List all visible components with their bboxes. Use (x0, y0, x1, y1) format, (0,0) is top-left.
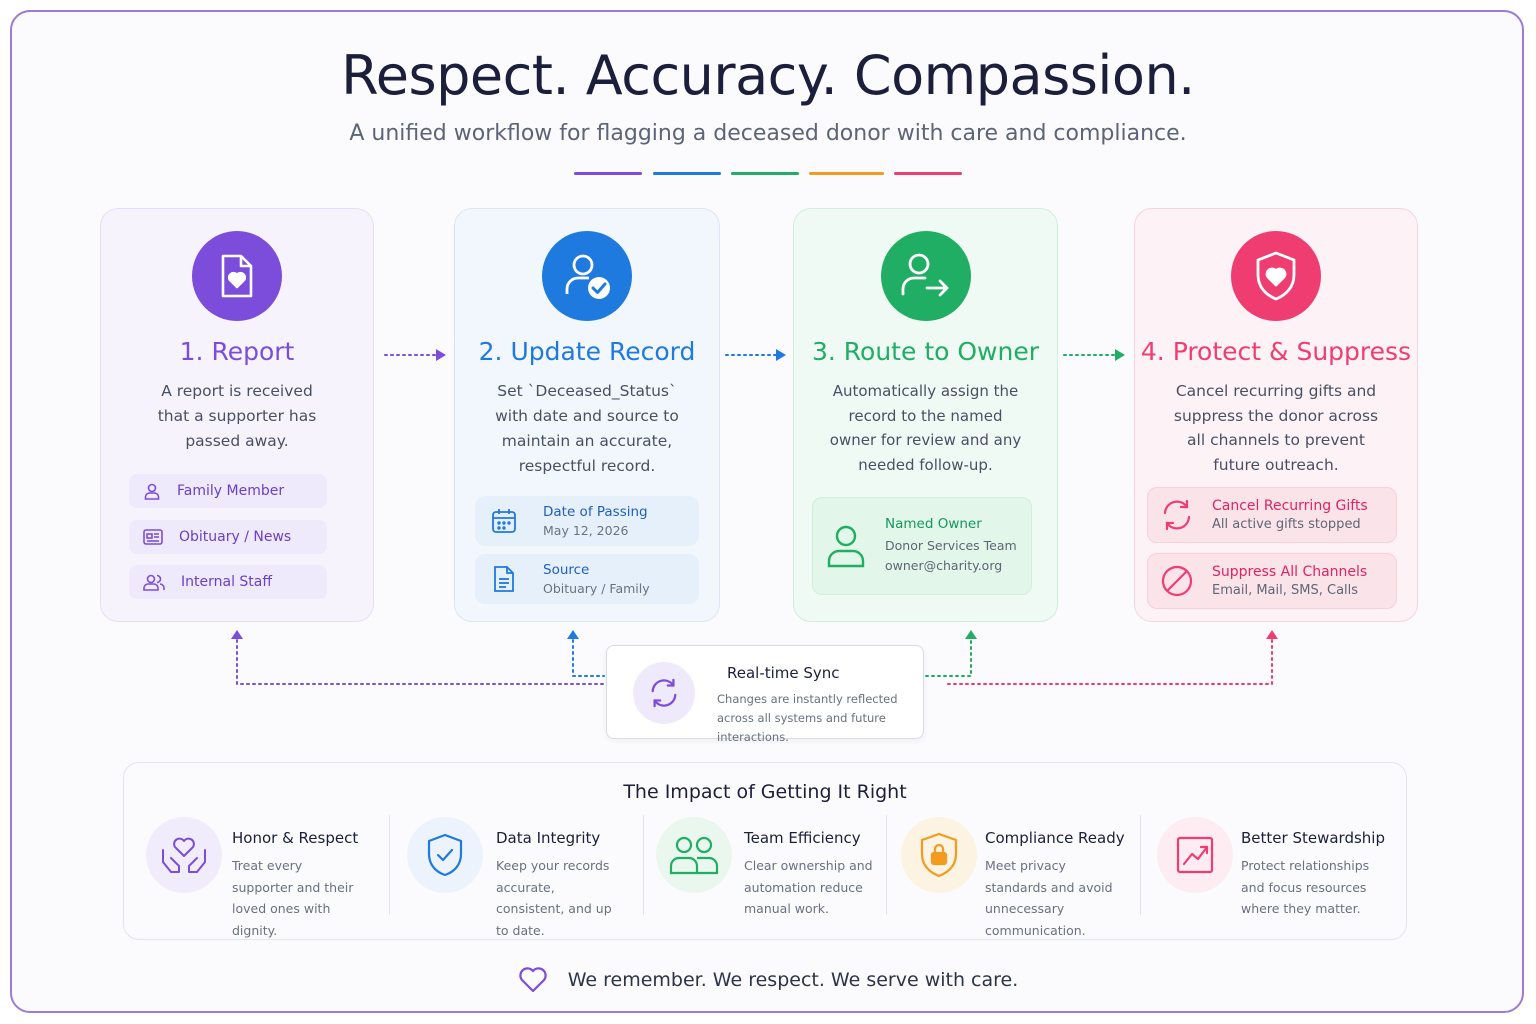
heart-outline-icon (519, 967, 547, 993)
impact-divider (643, 815, 644, 915)
step-card-protect-suppress: 4. Protect & Suppress Cancel recurring g… (1134, 208, 1418, 622)
footer-text: We remember. We respect. We serve with c… (567, 969, 1019, 991)
action-cancel-recurring-gifts: Cancel Recurring Gifts All active gifts … (1147, 487, 1397, 543)
source-label: Obituary / News (179, 529, 292, 545)
impact-item-title: Team Efficiency (744, 829, 861, 847)
accent-bar-blue (653, 172, 721, 175)
step-card-report: 1. Report A report is received that a su… (100, 208, 374, 622)
user-arrow-icon (880, 231, 971, 321)
block-icon (1161, 565, 1193, 597)
action-detail: Email, Mail, SMS, Calls (1212, 583, 1359, 598)
accent-bar-purple (574, 172, 642, 175)
step-title: 4. Protect & Suppress (1140, 337, 1412, 366)
newspaper-icon (143, 529, 163, 545)
person-icon (144, 483, 160, 500)
step-description: Set `Deceased_Status` with date and sour… (495, 382, 679, 475)
team-icon (656, 817, 732, 893)
shield-heart-icon (1231, 231, 1321, 321)
impact-item-title: Data Integrity (496, 829, 601, 847)
impact-section: The Impact of Getting It Right Honor & R… (123, 762, 1407, 940)
shield-check-icon (407, 817, 483, 893)
step-card-update-record: 2. Update Record Set `Deceased_Status` w… (454, 208, 720, 622)
impact-item-description: Meet privacy standards and avoid unneces… (985, 858, 1113, 938)
accent-bar-pink (894, 172, 962, 175)
group-icon (143, 574, 165, 591)
impact-item-team-efficiency: Team Efficiency Clear ownership and auto… (634, 817, 884, 917)
owner-team: Donor Services Team (885, 538, 1017, 553)
step-description: Cancel recurring gifts and suppress the … (1173, 382, 1379, 474)
field-date-of-passing: Date of Passing May 12, 2026 (475, 496, 699, 546)
field-value: Obituary / Family (543, 581, 650, 596)
named-owner-panel: Named Owner Donor Services Team owner@ch… (812, 497, 1032, 595)
impact-title: The Impact of Getting It Right (623, 781, 907, 803)
field-label: Date of Passing (543, 504, 648, 520)
sync-title: Real-time Sync (727, 664, 840, 682)
impact-item-title: Compliance Ready (985, 829, 1125, 847)
owner-email: owner@charity.org (885, 558, 1003, 573)
impact-item-description: Clear ownership and automation reduce ma… (744, 858, 873, 916)
source-label: Internal Staff (181, 574, 273, 590)
impact-item-description: Keep your records accurate, consistent, … (496, 858, 612, 938)
owner-label: Named Owner (885, 516, 982, 532)
impact-divider (1140, 815, 1141, 915)
shield-lock-icon (901, 817, 977, 893)
impact-item-compliance-ready: Compliance Ready Meet privacy standards … (879, 817, 1139, 938)
realtime-sync-panel: Real-time Sync Changes are instantly ref… (606, 645, 924, 744)
impact-item-better-stewardship: Better Stewardship Protect relationships… (1135, 817, 1405, 917)
impact-item-data-integrity: Data Integrity Keep your records accurat… (385, 817, 641, 938)
hands-heart-icon (146, 817, 222, 893)
source-obituary-news: Obituary / News (129, 520, 327, 554)
impact-divider (389, 815, 390, 915)
page-subtitle: A unified workflow for flagging a deceas… (349, 121, 1187, 146)
field-value: May 12, 2026 (543, 523, 629, 538)
trend-chart-icon (1157, 817, 1233, 893)
action-detail: All active gifts stopped (1212, 517, 1361, 532)
step-description: Automatically assign the record to the n… (829, 382, 1022, 474)
source-label: Family Member (177, 483, 285, 499)
footer: We remember. We respect. We serve with c… (0, 966, 1536, 994)
impact-divider (886, 815, 887, 915)
calendar-icon (492, 509, 516, 533)
heart-document-icon (192, 231, 282, 321)
impact-item-title: Better Stewardship (1241, 829, 1385, 847)
accent-bar-orange (809, 172, 884, 175)
page-title: Respect. Accuracy. Compassion. (341, 44, 1195, 107)
field-label: Source (543, 562, 590, 578)
sync-description: Changes are instantly reflected across a… (717, 692, 898, 744)
step-description: A report is received that a supporter ha… (157, 382, 317, 450)
source-internal-staff: Internal Staff (129, 565, 327, 599)
document-icon (494, 566, 514, 592)
action-suppress-all-channels: Suppress All Channels Email, Mail, SMS, … (1147, 553, 1397, 609)
step-card-route-to-owner: 3. Route to Owner Automatically assign t… (793, 208, 1058, 622)
step-title: 1. Report (179, 337, 295, 366)
sync-icon (633, 662, 695, 724)
field-source: Source Obituary / Family (475, 554, 699, 604)
step-title: 3. Route to Owner (812, 337, 1039, 366)
refresh-icon (1163, 499, 1191, 531)
person-icon (827, 525, 865, 568)
source-family-member: Family Member (129, 474, 327, 508)
accent-bar-green (731, 172, 799, 175)
action-label: Cancel Recurring Gifts (1212, 498, 1368, 514)
step-title: 2. Update Record (478, 337, 696, 366)
user-check-icon (542, 231, 632, 321)
impact-item-description: Treat every supporter and their loved on… (232, 858, 354, 938)
impact-item-description: Protect relationships and focus resource… (1241, 858, 1370, 916)
impact-item-honor-respect: Honor & Respect Treat every supporter an… (124, 817, 388, 938)
action-label: Suppress All Channels (1212, 564, 1368, 580)
impact-item-title: Honor & Respect (232, 829, 359, 847)
